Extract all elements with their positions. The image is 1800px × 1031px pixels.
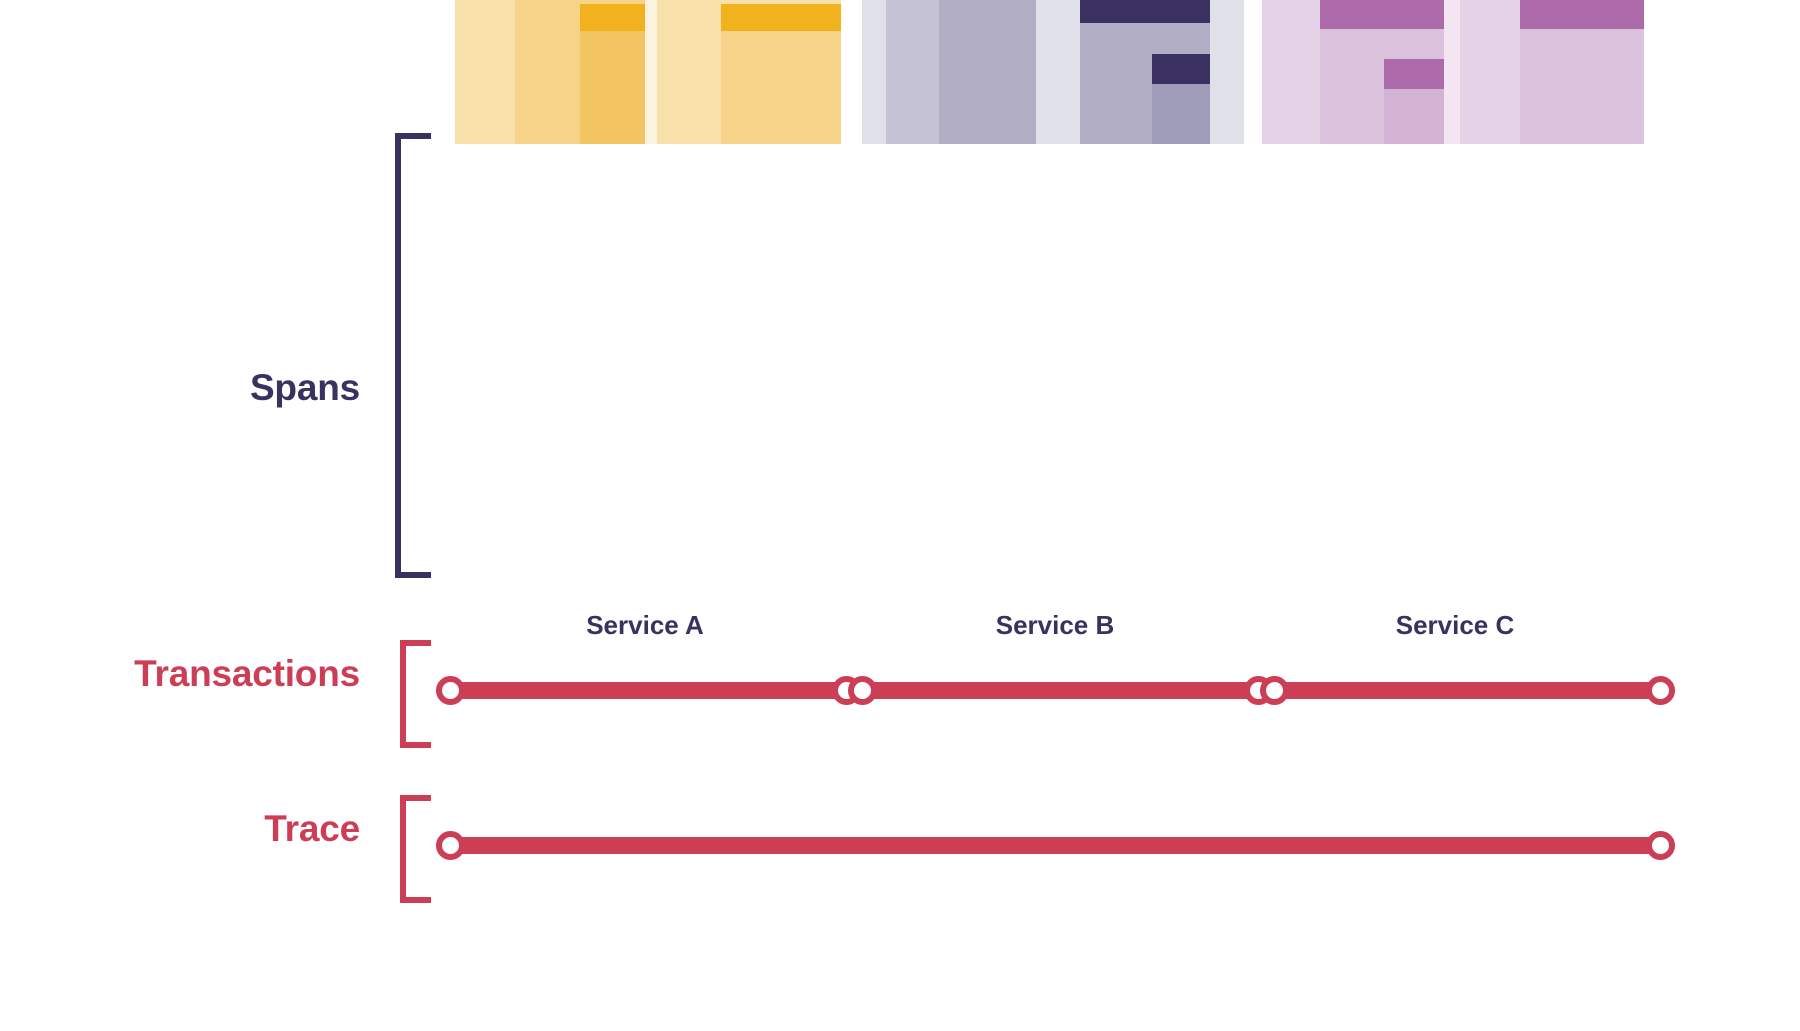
transaction-line-1[interactable] xyxy=(450,682,846,699)
transaction-line-3[interactable] xyxy=(1274,682,1660,699)
trace-end-node[interactable] xyxy=(1646,831,1675,860)
trace-line[interactable] xyxy=(450,837,1660,854)
service-group-service-c xyxy=(1262,0,1662,144)
spans-region xyxy=(455,0,1662,144)
span-head-bar xyxy=(1520,0,1644,29)
service-label-service-a: Service A xyxy=(586,610,704,640)
span-head-bar xyxy=(1080,0,1210,23)
service-group-service-b xyxy=(862,0,1262,144)
transactions-bracket xyxy=(400,640,431,748)
service-label-service-c: Service C xyxy=(1395,610,1515,640)
trace-bracket xyxy=(400,795,431,903)
span-service-b-leaf-span-1-3[interactable] xyxy=(939,0,1036,144)
transaction-end-node-3[interactable] xyxy=(1646,676,1675,705)
span-head-bar xyxy=(1152,54,1210,84)
span-service-b-leaf-span-3-5[interactable] xyxy=(1152,54,1210,144)
trace-row-label: Trace xyxy=(264,808,360,849)
transaction-start-node-2[interactable] xyxy=(848,676,877,705)
span-head-bar xyxy=(1384,59,1444,89)
spans-bracket xyxy=(395,133,431,578)
span-head-bar xyxy=(1320,0,1444,29)
span-head-bar xyxy=(721,4,841,31)
span-service-c-leaf-span-3-5[interactable] xyxy=(1520,0,1644,144)
spans-row-label: Spans xyxy=(249,367,360,408)
transaction-start-node-1[interactable] xyxy=(436,676,465,705)
span-service-a-leaf-span-2-4[interactable] xyxy=(580,4,645,144)
span-service-a-leaf-span-3-5[interactable] xyxy=(721,4,841,144)
span-head-bar xyxy=(580,4,645,31)
service-label-service-b: Service B xyxy=(995,610,1115,640)
transaction-start-node-3[interactable] xyxy=(1260,676,1289,705)
span-service-c-leaf-span-2-4[interactable] xyxy=(1384,59,1444,144)
transactions-row-label: Transactions xyxy=(134,653,360,694)
service-group-service-a xyxy=(455,0,855,144)
trace-start-node[interactable] xyxy=(436,831,465,860)
transaction-line-2[interactable] xyxy=(862,682,1258,699)
